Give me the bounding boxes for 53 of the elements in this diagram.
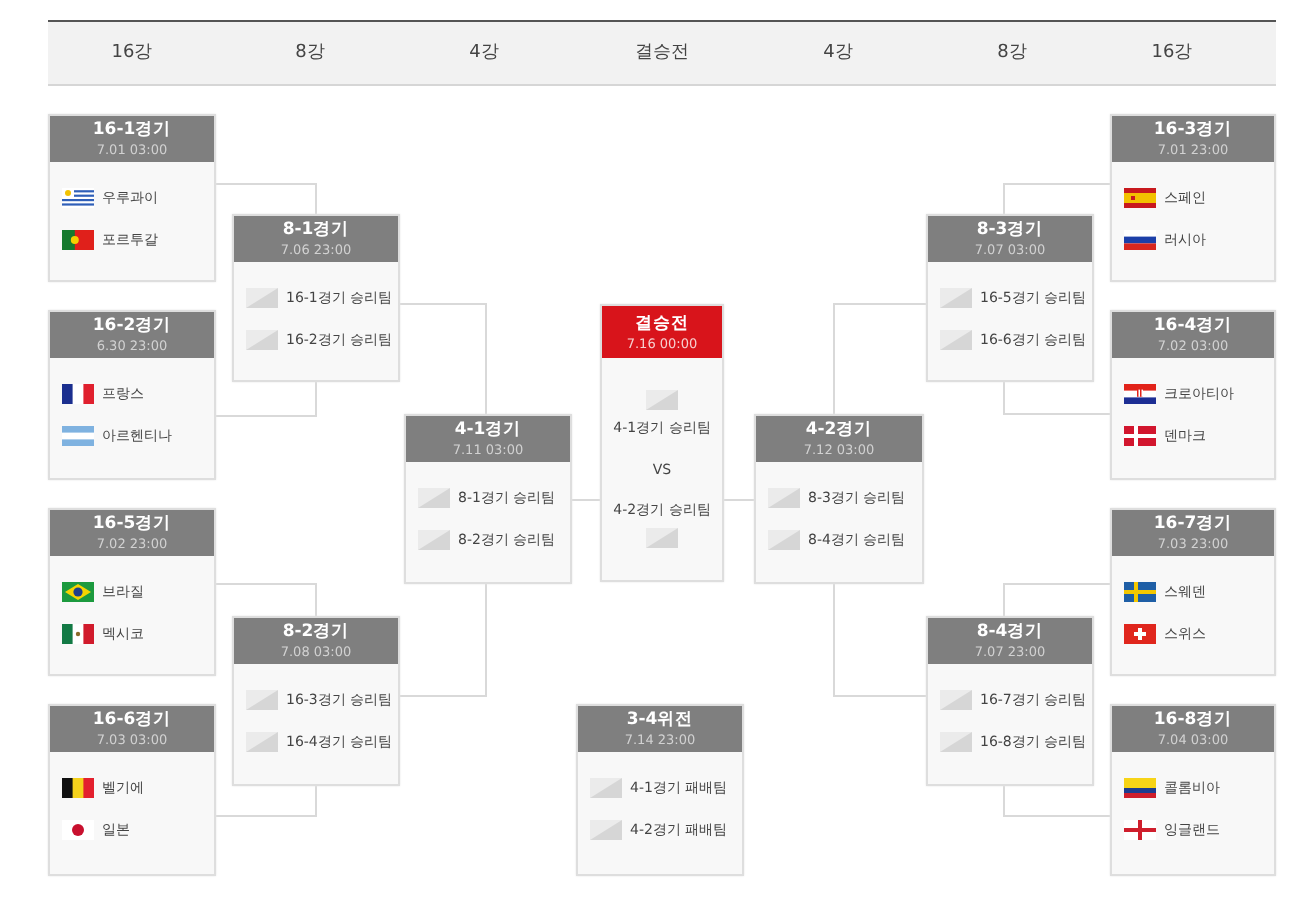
match-title: 8-1경기 — [282, 220, 350, 242]
bracket-line — [833, 303, 927, 415]
bracket-line — [399, 583, 487, 697]
bracket-line — [215, 183, 317, 215]
match-title: 8-4경기 — [976, 622, 1044, 644]
round-label: 8강 — [997, 42, 1027, 64]
match-box — [1110, 310, 1276, 480]
bracket-line — [1003, 583, 1111, 617]
match-box — [232, 616, 400, 786]
match-title: 8-2경기 — [282, 622, 350, 644]
match-title: 16-1경기 — [92, 120, 172, 142]
bracket-line — [215, 583, 317, 617]
bracket-line — [1003, 183, 1111, 215]
bracket-line — [399, 303, 487, 415]
match-box — [926, 616, 1094, 786]
round-label: 8강 — [295, 42, 325, 64]
match-title: 16-8경기 — [1153, 710, 1233, 732]
match-box — [48, 114, 216, 282]
bracket-line — [215, 381, 317, 417]
match-title: 16-2경기 — [92, 316, 172, 338]
match-box — [926, 214, 1094, 382]
match-title: 16-3경기 — [1153, 120, 1233, 142]
round-label: 16강 — [1151, 42, 1193, 64]
match-title: 결승전 — [635, 313, 689, 335]
match-box — [1110, 508, 1276, 676]
match-box — [754, 414, 924, 584]
bracket-line — [1003, 381, 1111, 415]
bracket-line — [571, 499, 601, 501]
match-box — [1110, 114, 1276, 282]
match-title: 16-6경기 — [92, 710, 172, 732]
bracket-line — [1003, 785, 1111, 817]
bracket-line — [723, 499, 755, 501]
bracket-line — [215, 785, 317, 817]
match-title: 3-4위전 — [626, 710, 694, 732]
match-box — [600, 304, 724, 582]
match-title: 16-5경기 — [92, 514, 172, 536]
match-box — [576, 704, 744, 876]
match-box — [232, 214, 400, 382]
round-label: 결승전 — [635, 42, 689, 64]
match-title: 16-4경기 — [1153, 316, 1233, 338]
match-box — [404, 414, 572, 584]
round-label: 16강 — [111, 42, 153, 64]
round-label: 4강 — [469, 42, 499, 64]
match-box — [48, 310, 216, 480]
match-title: 4-2경기 — [805, 420, 873, 442]
match-title: 4-1경기 — [454, 420, 522, 442]
round-label: 4강 — [823, 42, 853, 64]
match-box — [48, 704, 216, 876]
match-box — [48, 508, 216, 676]
match-title: 8-3경기 — [976, 220, 1044, 242]
bracket-line — [833, 583, 927, 697]
match-box — [1110, 704, 1276, 876]
match-title: 16-7경기 — [1153, 514, 1233, 536]
